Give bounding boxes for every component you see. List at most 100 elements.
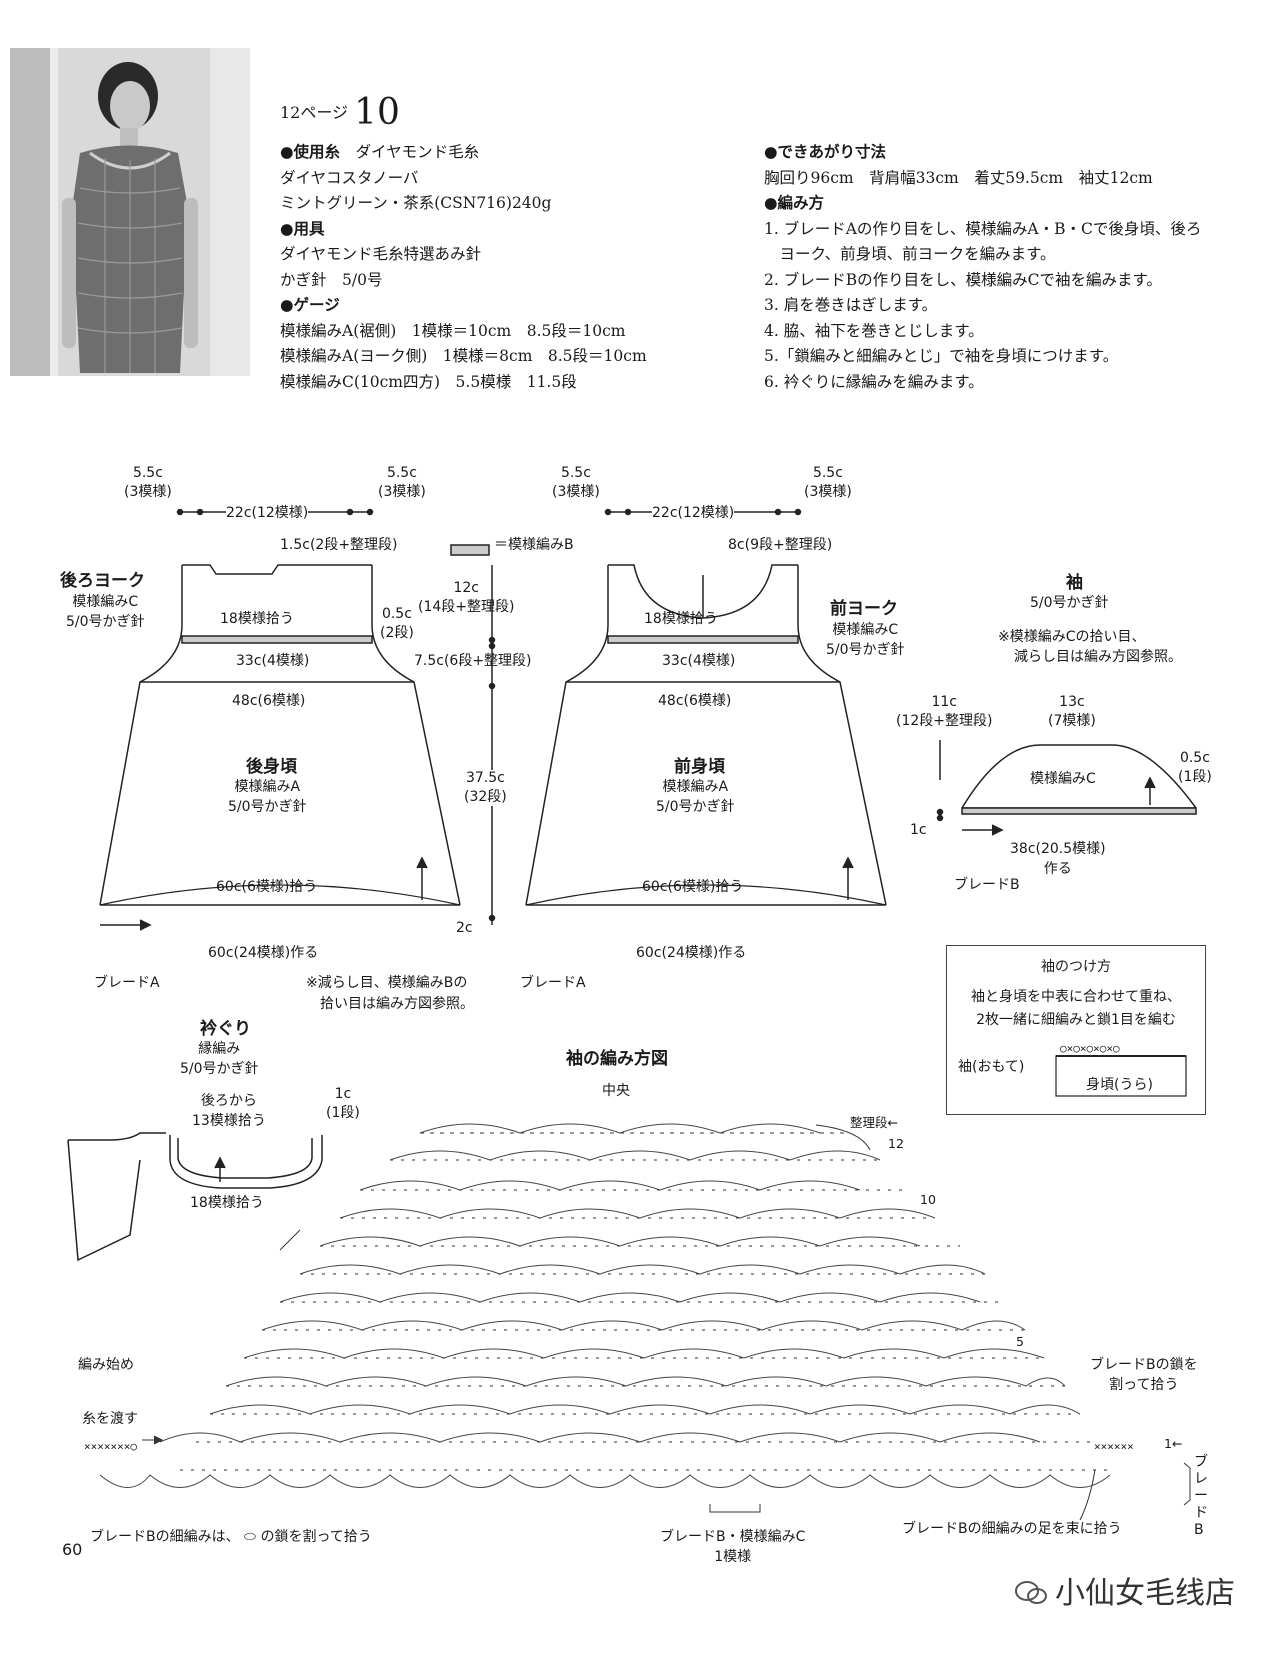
method-step-1b: ヨーク、前身頃、前ヨークを編みます。 [764, 245, 1056, 263]
sleeve-05c: 0.5c(1段) [1178, 750, 1212, 785]
chart-braid-split: ブレードBの鎖を割って拾う [1090, 1357, 1198, 1393]
chart-start: 編み始め [78, 1357, 134, 1373]
sleeve-pattern: 模様編みC [1030, 771, 1096, 787]
tools-1: ダイヤモンド毛糸特選あみ針 [280, 245, 482, 263]
attach-title: 袖のつけ方 [1041, 959, 1111, 975]
front-8c: 8c(9段+整理段) [728, 537, 833, 553]
center-375c: 37.5c(32段) [464, 770, 507, 806]
back-33c: 33c(4模様) [236, 650, 310, 670]
method-step-5: 5.「鎖編みと細編みとじ」で袖を身頃につけます。 [764, 347, 1119, 365]
chart-end-row: ×××××× [1094, 1440, 1134, 1453]
method-heading: ●編み方 [764, 194, 825, 212]
attach-body-label: 身頃(うら) [1086, 1077, 1153, 1093]
back-15c: 1.5c(2段+整理段) [280, 537, 398, 553]
attach-line2: 2枚一緒に細編みと鎖1目を編む [976, 1012, 1176, 1028]
chart-center: 中央 [602, 1083, 630, 1099]
chart-start-row: ×××××××○ [84, 1440, 137, 1453]
back-pick18: 18模様拾う [220, 611, 294, 627]
back-make60: 60c(24模様)作る [208, 945, 319, 961]
page-number: 60 [62, 1540, 83, 1559]
neck-title: 衿ぐり [200, 1019, 251, 1039]
center-12c: 12c(14段+整理段) [418, 580, 515, 615]
sleeve-braid-b: ブレードB [954, 877, 1020, 893]
back-braid-a: ブレードA [94, 975, 160, 991]
tools-2: かぎ針 5/0号 [280, 270, 383, 289]
chart-row-1: 1← [1164, 1436, 1183, 1451]
gauge-3: 模様編みC(10cm四方) 5.5模様 11.5段 [280, 372, 577, 391]
yarn-color: ミントグリーン・茶系(CSN716)240g [280, 194, 552, 212]
neck-1c: 1c(1段) [326, 1086, 360, 1121]
yarn-heading: ●使用糸 [280, 143, 341, 161]
center-note-1: ※減らし目、模様編みBの [306, 975, 468, 991]
attach-line1: 袖と身頃を中表に合わせて重ね、 [971, 989, 1181, 1005]
method-step-6: 6. 衿ぐりに縁編みを編みます。 [764, 372, 984, 391]
back-body-title: 後身頃 [246, 757, 297, 777]
front-make60: 60c(24模様)作る [636, 945, 747, 961]
front-pick60: 60c(6模様)拾う [642, 879, 744, 895]
method-step-3: 3. 肩を巻きはぎします。 [764, 296, 938, 314]
front-33c: 33c(4模様) [662, 650, 736, 670]
finished-sizes: 胸回り96cm 背肩幅33cm 着丈59.5cm 袖丈12cm [764, 168, 1153, 187]
front-left-55c: 5.5c(3模様) [552, 465, 600, 500]
chart-annotations [142, 1124, 1191, 1521]
finished-heading: ●できあがり寸法 [764, 143, 887, 161]
center-75c: 7.5c(6段+整理段) [414, 653, 532, 669]
sleeve-title: 袖 [1066, 573, 1083, 593]
back-pick60: 60c(6模様)拾う [216, 879, 318, 895]
sleeve-attach-box: 袖のつけ方 袖と身頃を中表に合わせて重ね、 2枚一緒に細編みと鎖1目を編む [946, 945, 1206, 1115]
front-body-title: 前身頃 [674, 757, 725, 777]
sleeve-hook: 5/0号かぎ針 [1030, 595, 1109, 611]
stitch-chart-arches [99, 1123, 1111, 1488]
stitch-chart-grid [180, 1132, 1110, 1471]
front-pick18: 18模様拾う [644, 611, 718, 627]
model-photo [10, 48, 250, 376]
center-note-2: 拾い目は編み方図参照。 [320, 996, 474, 1012]
chart-finishing-row: 整理段← [850, 1115, 898, 1130]
neck-pick18: 18模様拾う [190, 1195, 264, 1211]
sleeve-note-1: ※模様編みCの拾い目、 [998, 629, 1146, 645]
back-2c: 2c [456, 920, 473, 936]
sleeve-1c: 1c [910, 822, 927, 838]
front-yoke-title: 前ヨーク [830, 599, 898, 619]
tools-heading: ●用具 [280, 219, 325, 238]
wechat-icon [1015, 1579, 1047, 1605]
center-05c: 0.5c(2段) [380, 606, 414, 641]
gauge-2: 模様編みA(ヨーク側) 1模様＝8cm 8.5段＝10cm [280, 347, 647, 365]
method-step-2: 2. ブレードBの作り目をし、模様編みCで袖を編みます。 [764, 270, 1162, 289]
back-22c: 22c(12模様) [226, 502, 309, 522]
sleeve-13c: 13c(7模様) [1048, 694, 1096, 729]
yarn-brand: ダイヤモンド毛糸 [355, 143, 480, 161]
attach-sleeve-label: 袖(おもて) [958, 1059, 1025, 1075]
chart-braid-b-vertical: ブレードB [1194, 1454, 1208, 1538]
back-yoke-title: 後ろヨーク [60, 571, 145, 591]
yarn-name: ダイヤコスタノーバ [280, 168, 419, 187]
pattern-number: 10 [354, 92, 400, 133]
page-ref: 12ページ [280, 103, 349, 122]
gauge-heading: ●ゲージ [280, 296, 340, 314]
legend-pattern-b: ＝模様編みB [494, 537, 574, 553]
method-step-4: 4. 脇、袖下を巻きとじします。 [764, 321, 984, 340]
chart-row-5: 5 [1016, 1334, 1024, 1349]
gauge-1: 模様編みA(裾側) 1模様＝10cm 8.5段＝10cm [280, 321, 626, 340]
front-48c: 48c(6模様) [658, 690, 732, 710]
sleeve-11c: 11c(12段+整理段) [896, 694, 993, 729]
sleeve-38c: 38c(20.5模様)作る [1010, 841, 1106, 877]
front-right-55c: 5.5c(3模様) [804, 465, 852, 500]
chart-row-12: 12 [888, 1136, 904, 1151]
watermark: 小仙女毛线店 [1015, 1568, 1235, 1612]
method-block: ●できあがり寸法 胸回り96cm 背肩幅33cm 着丈59.5cm 袖丈12cm… [764, 140, 1201, 395]
chart-row-10: 10 [920, 1192, 936, 1207]
chart-bottom-right: ブレードBの細編みの足を束に拾う [902, 1521, 1122, 1537]
page-heading: 12ページ 10 [280, 92, 400, 133]
materials-block: ●使用糸 ダイヤモンド毛糸 ダイヤコスタノーバ ミントグリーン・茶系(CSN71… [280, 140, 647, 395]
chart-title: 袖の編み方図 [566, 1049, 668, 1069]
front-22c: 22c(12模様) [652, 502, 735, 522]
